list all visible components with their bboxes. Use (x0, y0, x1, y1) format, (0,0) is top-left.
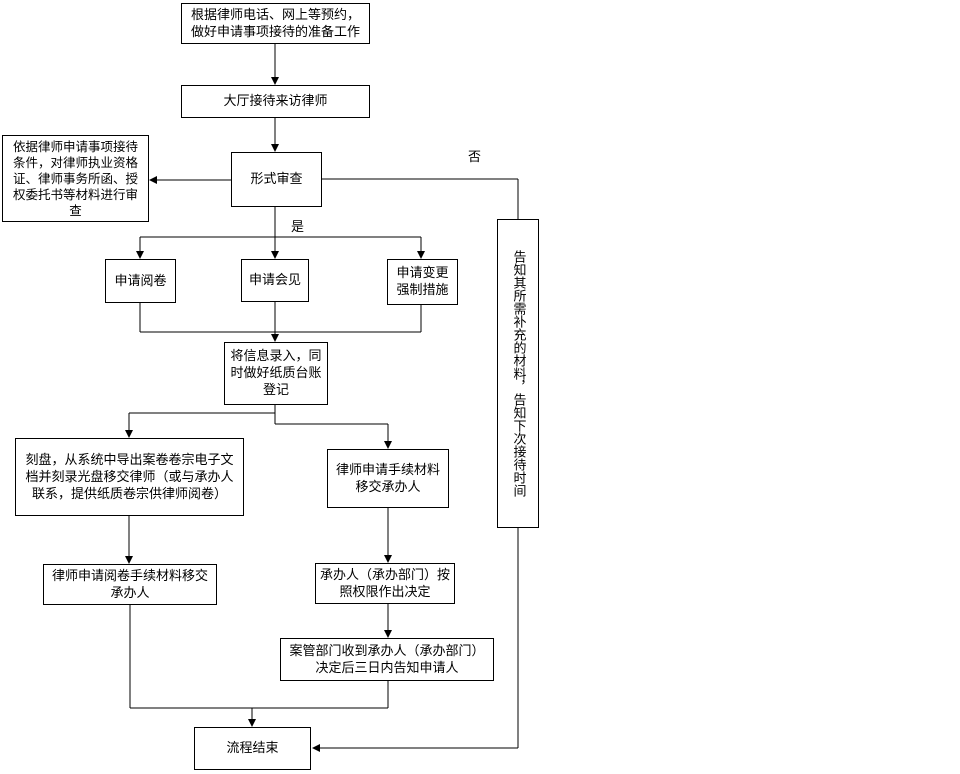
register-text: 将信息录入，同时做好纸质台账登记 (230, 349, 322, 398)
yes-label: 是 (291, 220, 305, 235)
appointment-text: 根据律师电话、网上等预约，做好申请事项接待的准备工作 (190, 7, 360, 40)
notify-text: 案管部门收到承办人（承办部门）决定后三日内告知申请人 (289, 643, 485, 676)
handler-decision-box: 承办人（承办部门）按照权限作出决定 (315, 563, 455, 604)
review-note-text: 依据律师申请事项接待条件，对律师执业资格证、律师事务所函、授权委托书等材料进行审… (12, 138, 138, 218)
register-box: 将信息录入，同时做好纸质台账登记 (224, 342, 328, 405)
apply-change-text: 申请变更强制措施 (396, 266, 449, 298)
end-text: 流程结束 (226, 741, 279, 756)
inform-supplement-box: 告知其所需补充的材料，告知下次接待时间 (497, 219, 539, 528)
formal-review-box: 形式审查 (231, 152, 322, 207)
burn-disc-box: 刻盘，从系统中导出案卷卷宗电子文档并刻录光盘移交律师（或与承办人联系，提供纸质卷… (15, 438, 244, 516)
reception-text: 大厅接待来访律师 (223, 94, 328, 109)
apply-read-text: 申请阅卷 (114, 273, 167, 289)
read-transfer-box: 律师申请阅卷手续材料移交承办人 (43, 564, 217, 605)
handler-decision-text: 承办人（承办部门）按照权限作出决定 (320, 567, 451, 600)
end-box: 流程结束 (194, 727, 311, 770)
apply-meet-box: 申请会见 (241, 259, 309, 302)
read-transfer-text: 律师申请阅卷手续材料移交承办人 (51, 568, 208, 601)
apply-change-box: 申请变更强制措施 (387, 259, 458, 305)
notify-box: 案管部门收到承办人（承办部门）决定后三日内告知申请人 (280, 638, 494, 681)
apply-read-box: 申请阅卷 (105, 259, 176, 303)
inform-supplement-text: 告知其所需补充的材料，告知下次接待时间 (510, 250, 526, 497)
no-label: 否 (468, 150, 482, 165)
review-note-box: 依据律师申请事项接待条件，对律师执业资格证、律师事务所函、授权委托书等材料进行审… (2, 135, 149, 222)
apply-meet-text: 申请会见 (248, 273, 301, 288)
reception-box: 大厅接待来访律师 (181, 85, 370, 118)
burn-disc-text: 刻盘，从系统中导出案卷卷宗电子文档并刻录光盘移交律师（或与承办人联系，提供纸质卷… (25, 452, 234, 502)
transfer-materials-text: 律师申请手续材料移交承办人 (335, 462, 440, 495)
transfer-materials-box: 律师申请手续材料移交承办人 (327, 449, 449, 508)
appointment-box: 根据律师电话、网上等预约，做好申请事项接待的准备工作 (181, 3, 370, 44)
formal-review-text: 形式审查 (250, 172, 303, 187)
